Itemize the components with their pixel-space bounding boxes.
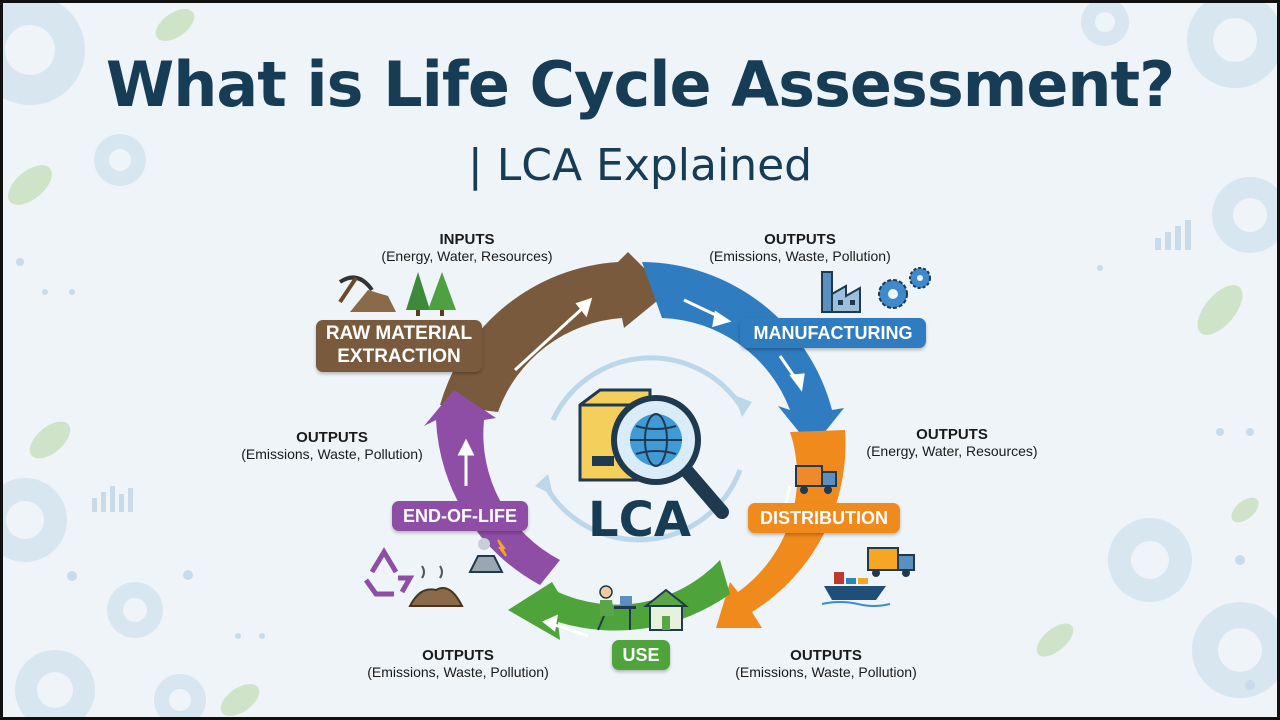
leaf-icon <box>8 9 1259 716</box>
recycle-icon <box>363 547 415 597</box>
stage-raw-material-extraction: RAW MATERIAL EXTRACTION <box>316 320 482 372</box>
trees-icon <box>406 272 456 316</box>
center-label: LCA <box>588 492 691 548</box>
factory-icon <box>821 271 861 313</box>
flow-detail: (Emissions, Waste, Pollution) <box>367 664 549 680</box>
page-title: What is Life Cycle Assessment? <box>105 48 1175 121</box>
end-of-life-arc <box>424 390 560 585</box>
flow-outputs-bottom-right: OUTPUTS (Emissions, Waste, Pollution) <box>728 647 924 681</box>
ship-icon <box>821 572 891 607</box>
waste-pile-icon <box>408 565 464 607</box>
flow-detail: (Emissions, Waste, Pollution) <box>735 664 917 680</box>
stage-end-of-life: END-OF-LIFE <box>392 501 528 531</box>
truck-icon <box>795 465 837 494</box>
stage-distribution: DISTRIBUTION <box>748 503 900 533</box>
flow-outputs-manufacturing: OUTPUTS (Emissions, Waste, Pollution) <box>702 231 898 265</box>
flow-outputs-distribution: OUTPUTS (Energy, Water, Resources) <box>862 426 1042 460</box>
raw-material-arc <box>440 252 668 412</box>
flow-heading: OUTPUTS <box>296 429 368 446</box>
flow-heading: OUTPUTS <box>764 231 836 248</box>
pickaxe-icon <box>338 275 396 312</box>
flow-heading: OUTPUTS <box>916 426 988 443</box>
flow-detail: (Emissions, Waste, Pollution) <box>709 248 891 264</box>
page-subtitle: | LCA Explained <box>467 140 813 191</box>
manufacturing-arc <box>642 262 844 448</box>
flow-outputs-left: OUTPUTS (Emissions, Waste, Pollution) <box>234 429 430 463</box>
flow-outputs-bottom-left: OUTPUTS (Emissions, Waste, Pollution) <box>360 647 556 681</box>
gears-icon <box>878 267 931 309</box>
house-icon <box>643 588 689 631</box>
stage-manufacturing: MANUFACTURING <box>740 318 926 348</box>
flow-detail: (Energy, Water, Resources) <box>866 443 1038 459</box>
magnifier-globe-icon <box>611 395 729 519</box>
stage-use: USE <box>612 640 670 670</box>
flow-inputs-top: INPUTS (Energy, Water, Resources) <box>376 231 558 265</box>
truck-icon-2 <box>867 547 915 577</box>
flow-heading: INPUTS <box>439 231 495 248</box>
landfill-icon <box>468 538 507 573</box>
flow-heading: OUTPUTS <box>790 647 862 664</box>
flow-heading: OUTPUTS <box>422 647 494 664</box>
flow-detail: (Emissions, Waste, Pollution) <box>241 446 423 462</box>
inner-cycle-arrows <box>542 355 743 543</box>
flow-detail: (Energy, Water, Resources) <box>381 248 553 264</box>
person-desk-icon <box>597 585 636 631</box>
